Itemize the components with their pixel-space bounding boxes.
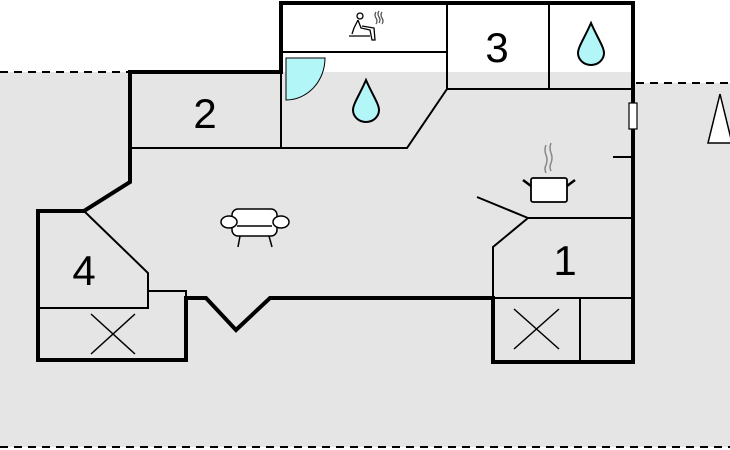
north-arrow-icon: [707, 93, 730, 144]
outdoor-area: [0, 72, 730, 447]
room-label-2: 2: [193, 90, 216, 137]
sauna-icon: [349, 10, 384, 41]
room-label-1: 1: [553, 237, 576, 284]
interior-walls: [38, 3, 638, 362]
room-label-3: 3: [485, 24, 508, 71]
shower-icon: [285, 57, 326, 101]
water-drop-icon: [351, 77, 381, 123]
window: [628, 102, 638, 130]
storage-x-icon: [513, 308, 560, 350]
water-drop-icon: [576, 20, 606, 66]
storage-x-icon: [90, 313, 136, 355]
sofa-icon: [220, 208, 290, 248]
cooking-pot-icon: [522, 142, 576, 203]
room-label-4: 4: [72, 247, 95, 294]
